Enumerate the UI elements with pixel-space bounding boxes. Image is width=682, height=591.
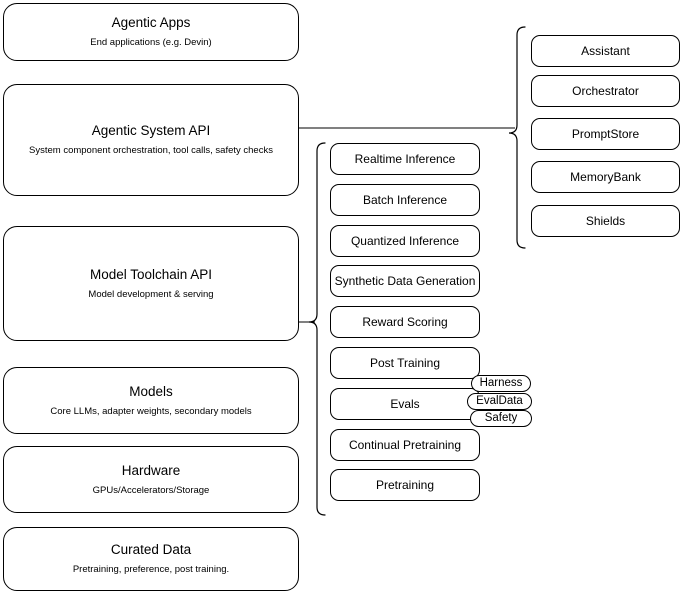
layer-title: Curated Data bbox=[110, 542, 192, 558]
system-components-brace bbox=[508, 26, 526, 249]
layer-subtitle: Core LLMs, adapter weights, secondary mo… bbox=[50, 405, 252, 417]
layer-models[interactable]: Models Core LLMs, adapter weights, secon… bbox=[3, 367, 299, 434]
layer-model-toolchain-api[interactable]: Model Toolchain API Model development & … bbox=[3, 226, 299, 341]
toolchain-item-realtime-inference[interactable]: Realtime Inference bbox=[330, 143, 480, 175]
layer-agentic-system-api[interactable]: Agentic System API System component orch… bbox=[3, 84, 299, 196]
system-item-memorybank[interactable]: MemoryBank bbox=[531, 161, 680, 193]
layer-subtitle: Pretraining, preference, post training. bbox=[72, 564, 230, 575]
toolchain-item-synthetic-data-generation[interactable]: Synthetic Data Generation bbox=[330, 265, 480, 297]
eval-pill-harness[interactable]: Harness bbox=[471, 375, 531, 392]
toolchain-item-evals[interactable]: Evals bbox=[330, 388, 480, 420]
toolchain-item-batch-inference[interactable]: Batch Inference bbox=[330, 184, 480, 216]
layer-title: Hardware bbox=[121, 462, 181, 478]
toolchain-item-continual-pretraining[interactable]: Continual Pretraining bbox=[330, 429, 480, 461]
layer-title: Agentic System API bbox=[91, 123, 211, 139]
layer-hardware[interactable]: Hardware GPUs/Accelerators/Storage bbox=[3, 446, 299, 513]
layer-title: Models bbox=[129, 383, 173, 399]
toolchain-item-quantized-inference[interactable]: Quantized Inference bbox=[330, 225, 480, 257]
layer-title: Model Toolchain API bbox=[89, 266, 213, 282]
toolchain-item-reward-scoring[interactable]: Reward Scoring bbox=[330, 306, 480, 338]
layer-subtitle: Model development & serving bbox=[88, 288, 214, 300]
layer-curated-data[interactable]: Curated Data Pretraining, preference, po… bbox=[3, 527, 299, 591]
toolchain-item-pretraining[interactable]: Pretraining bbox=[330, 469, 480, 501]
layer-subtitle: End applications (e.g. Devin) bbox=[90, 37, 212, 48]
layer-subtitle: GPUs/Accelerators/Storage bbox=[92, 484, 210, 496]
toolchain-item-post-training[interactable]: Post Training bbox=[330, 347, 480, 379]
system-item-shields[interactable]: Shields bbox=[531, 205, 680, 237]
layer-title: Agentic Apps bbox=[111, 15, 191, 31]
toolchain-components-brace bbox=[308, 142, 326, 516]
eval-pill-safety[interactable]: Safety bbox=[470, 410, 532, 427]
eval-pill-evaldata[interactable]: EvalData bbox=[467, 393, 532, 410]
system-item-promptstore[interactable]: PromptStore bbox=[531, 118, 680, 150]
layer-agentic-apps[interactable]: Agentic Apps End applications (e.g. Devi… bbox=[3, 3, 299, 61]
system-item-assistant[interactable]: Assistant bbox=[531, 35, 680, 67]
layer-subtitle: System component orchestration, tool cal… bbox=[29, 145, 273, 156]
system-item-orchestrator[interactable]: Orchestrator bbox=[531, 75, 680, 107]
